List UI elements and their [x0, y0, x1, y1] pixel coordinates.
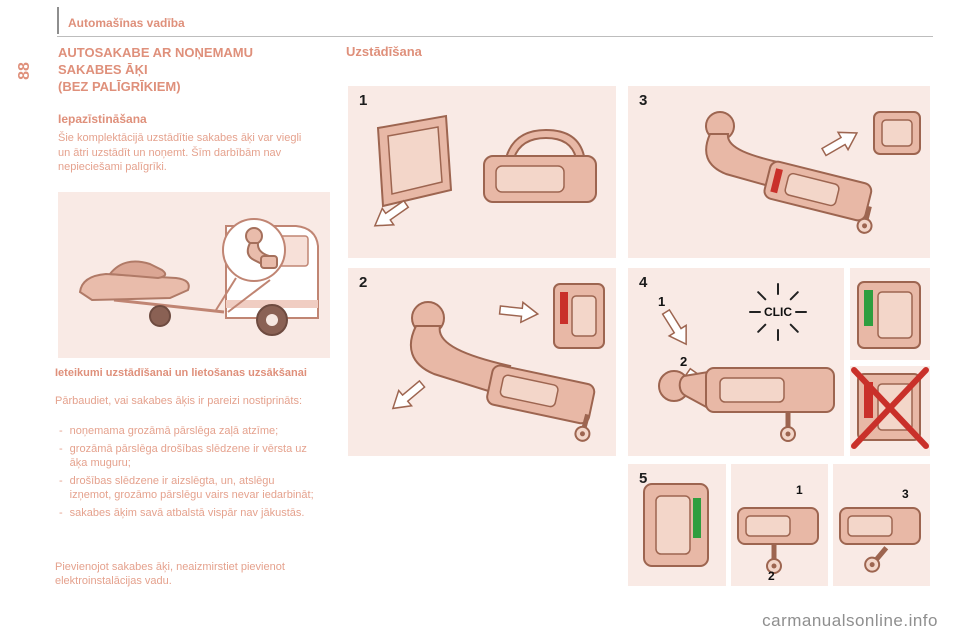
towball-callout — [215, 218, 286, 313]
substep-number: 2 — [768, 569, 775, 583]
towbar-handle — [483, 128, 597, 203]
installation-heading: Uzstādīšana — [346, 44, 422, 59]
checklist: noņemama grozāmā pārslēga zaļā atzīme; g… — [55, 424, 317, 524]
step-number: 3 — [639, 92, 648, 109]
socket-green — [857, 281, 921, 349]
wiring-note: Pievienojot sakabes āķi, neaizmirstiet p… — [55, 561, 285, 588]
step-number: 2 — [359, 274, 368, 291]
page-title-line: SAKABES ĀĶI — [58, 61, 148, 77]
clic-burst-icon: CLIC — [749, 283, 807, 341]
towing-overview-svg — [78, 218, 319, 336]
substep-number: 2 — [680, 354, 687, 369]
step-panel-2: 2 — [348, 268, 616, 456]
step-panel-4: 4 CLIC 1 2 — [628, 268, 930, 456]
panel-separator — [726, 464, 731, 586]
step-number: 4 — [639, 274, 648, 291]
towbar-key-turn-step: 3 — [839, 487, 921, 573]
section-header: Automašīnas vadība — [68, 16, 185, 30]
step5-illustration: 1 2 3 — [643, 464, 921, 586]
blanking-plate — [376, 114, 453, 208]
substep-number: 1 — [658, 294, 665, 309]
key-icon — [766, 544, 782, 574]
green-indicator — [864, 290, 873, 326]
list-item-text: noņemama grozāmā pārslēga zaļā atzīme; — [69, 425, 279, 437]
page-title-line: AUTOSAKABE AR NOŅEMAMU — [58, 45, 253, 60]
list-item: noņemama grozāmā pārslēga zaļā atzīme; — [55, 424, 317, 438]
jetski-trailer-illustration — [78, 260, 225, 327]
socket-red-crossed — [851, 367, 929, 449]
towball-icon — [245, 227, 278, 269]
page-number: 88 — [15, 62, 33, 80]
substep-number: 1 — [796, 483, 803, 497]
towbar-lock-step: 1 2 — [737, 483, 819, 583]
header-rule — [57, 36, 933, 37]
green-indicator — [693, 498, 701, 538]
list-item: drošības slēdzene ir aizslēgta, un, atsl… — [55, 474, 317, 502]
red-cross-icon — [851, 367, 929, 449]
step3-illustration — [705, 111, 921, 234]
list-item-text: grozāmā pārslēga drošības slēdzene ir vē… — [69, 443, 307, 470]
list-item-text: sakabes āķim savā atbalstā vispār nav jā… — [69, 507, 305, 520]
list-item: sakabes āķim savā atbalstā vispār nav jā… — [55, 506, 317, 520]
step-panel-3: 3 — [628, 86, 930, 258]
step4-illustration: CLIC 1 2 — [658, 268, 930, 456]
arrow-icon — [661, 308, 687, 346]
red-indicator — [560, 292, 568, 324]
socket-red — [553, 283, 605, 349]
step2-illustration — [391, 283, 605, 442]
list-item-text: drošības slēdzene ir aizslēgta, un, atsl… — [69, 475, 314, 502]
arrow-icon — [498, 300, 540, 324]
step-number: 1 — [359, 92, 368, 109]
step-panel-1: 1 — [348, 86, 616, 258]
check-intro: Pārbaudiet, vai sakabes āķis ir pareizi … — [55, 395, 303, 407]
intro-heading: Iepazīstināšana — [58, 112, 147, 126]
towing-overview-illustration — [58, 192, 330, 358]
list-item: grozāmā pārslēga drošības slēdzene ir vē… — [55, 442, 317, 470]
socket-cap — [873, 111, 921, 155]
page-title-line: (BEZ PALĪGRĪKIEM) — [58, 78, 181, 94]
advice-heading: Ieteikumi uzstādīšanai un lietošanas uzs… — [55, 367, 307, 379]
page-title: AUTOSAKABE AR NOŅEMAMU SAKABES ĀĶI (BEZ … — [58, 45, 338, 96]
arrow-icon — [391, 379, 426, 410]
towbar-icon — [705, 111, 873, 234]
key-icon — [864, 546, 889, 573]
key-icon — [780, 412, 796, 442]
red-indicator — [770, 168, 783, 194]
red-indicator — [864, 382, 873, 418]
step-panel-5: 5 1 2 3 — [628, 464, 930, 586]
intro-text: Šie komplektācijā uzstādītie sakabes āķi… — [58, 132, 302, 174]
key-icon — [856, 205, 873, 234]
key-icon — [574, 413, 591, 442]
arrow-icon — [373, 199, 410, 227]
clic-label: CLIC — [764, 305, 792, 319]
arrow-icon — [820, 131, 859, 157]
panel-separator — [844, 268, 850, 456]
panel-separator — [828, 464, 833, 586]
socket-green — [643, 483, 709, 567]
towbar-icon — [409, 301, 596, 442]
step1-illustration — [373, 114, 597, 227]
step-number: 5 — [639, 470, 648, 487]
substep-number: 3 — [902, 487, 909, 501]
header-divider — [57, 7, 59, 34]
watermark: carmanualsonline.info — [762, 611, 938, 630]
panel-separator — [850, 360, 930, 366]
towbar-icon — [658, 367, 835, 442]
